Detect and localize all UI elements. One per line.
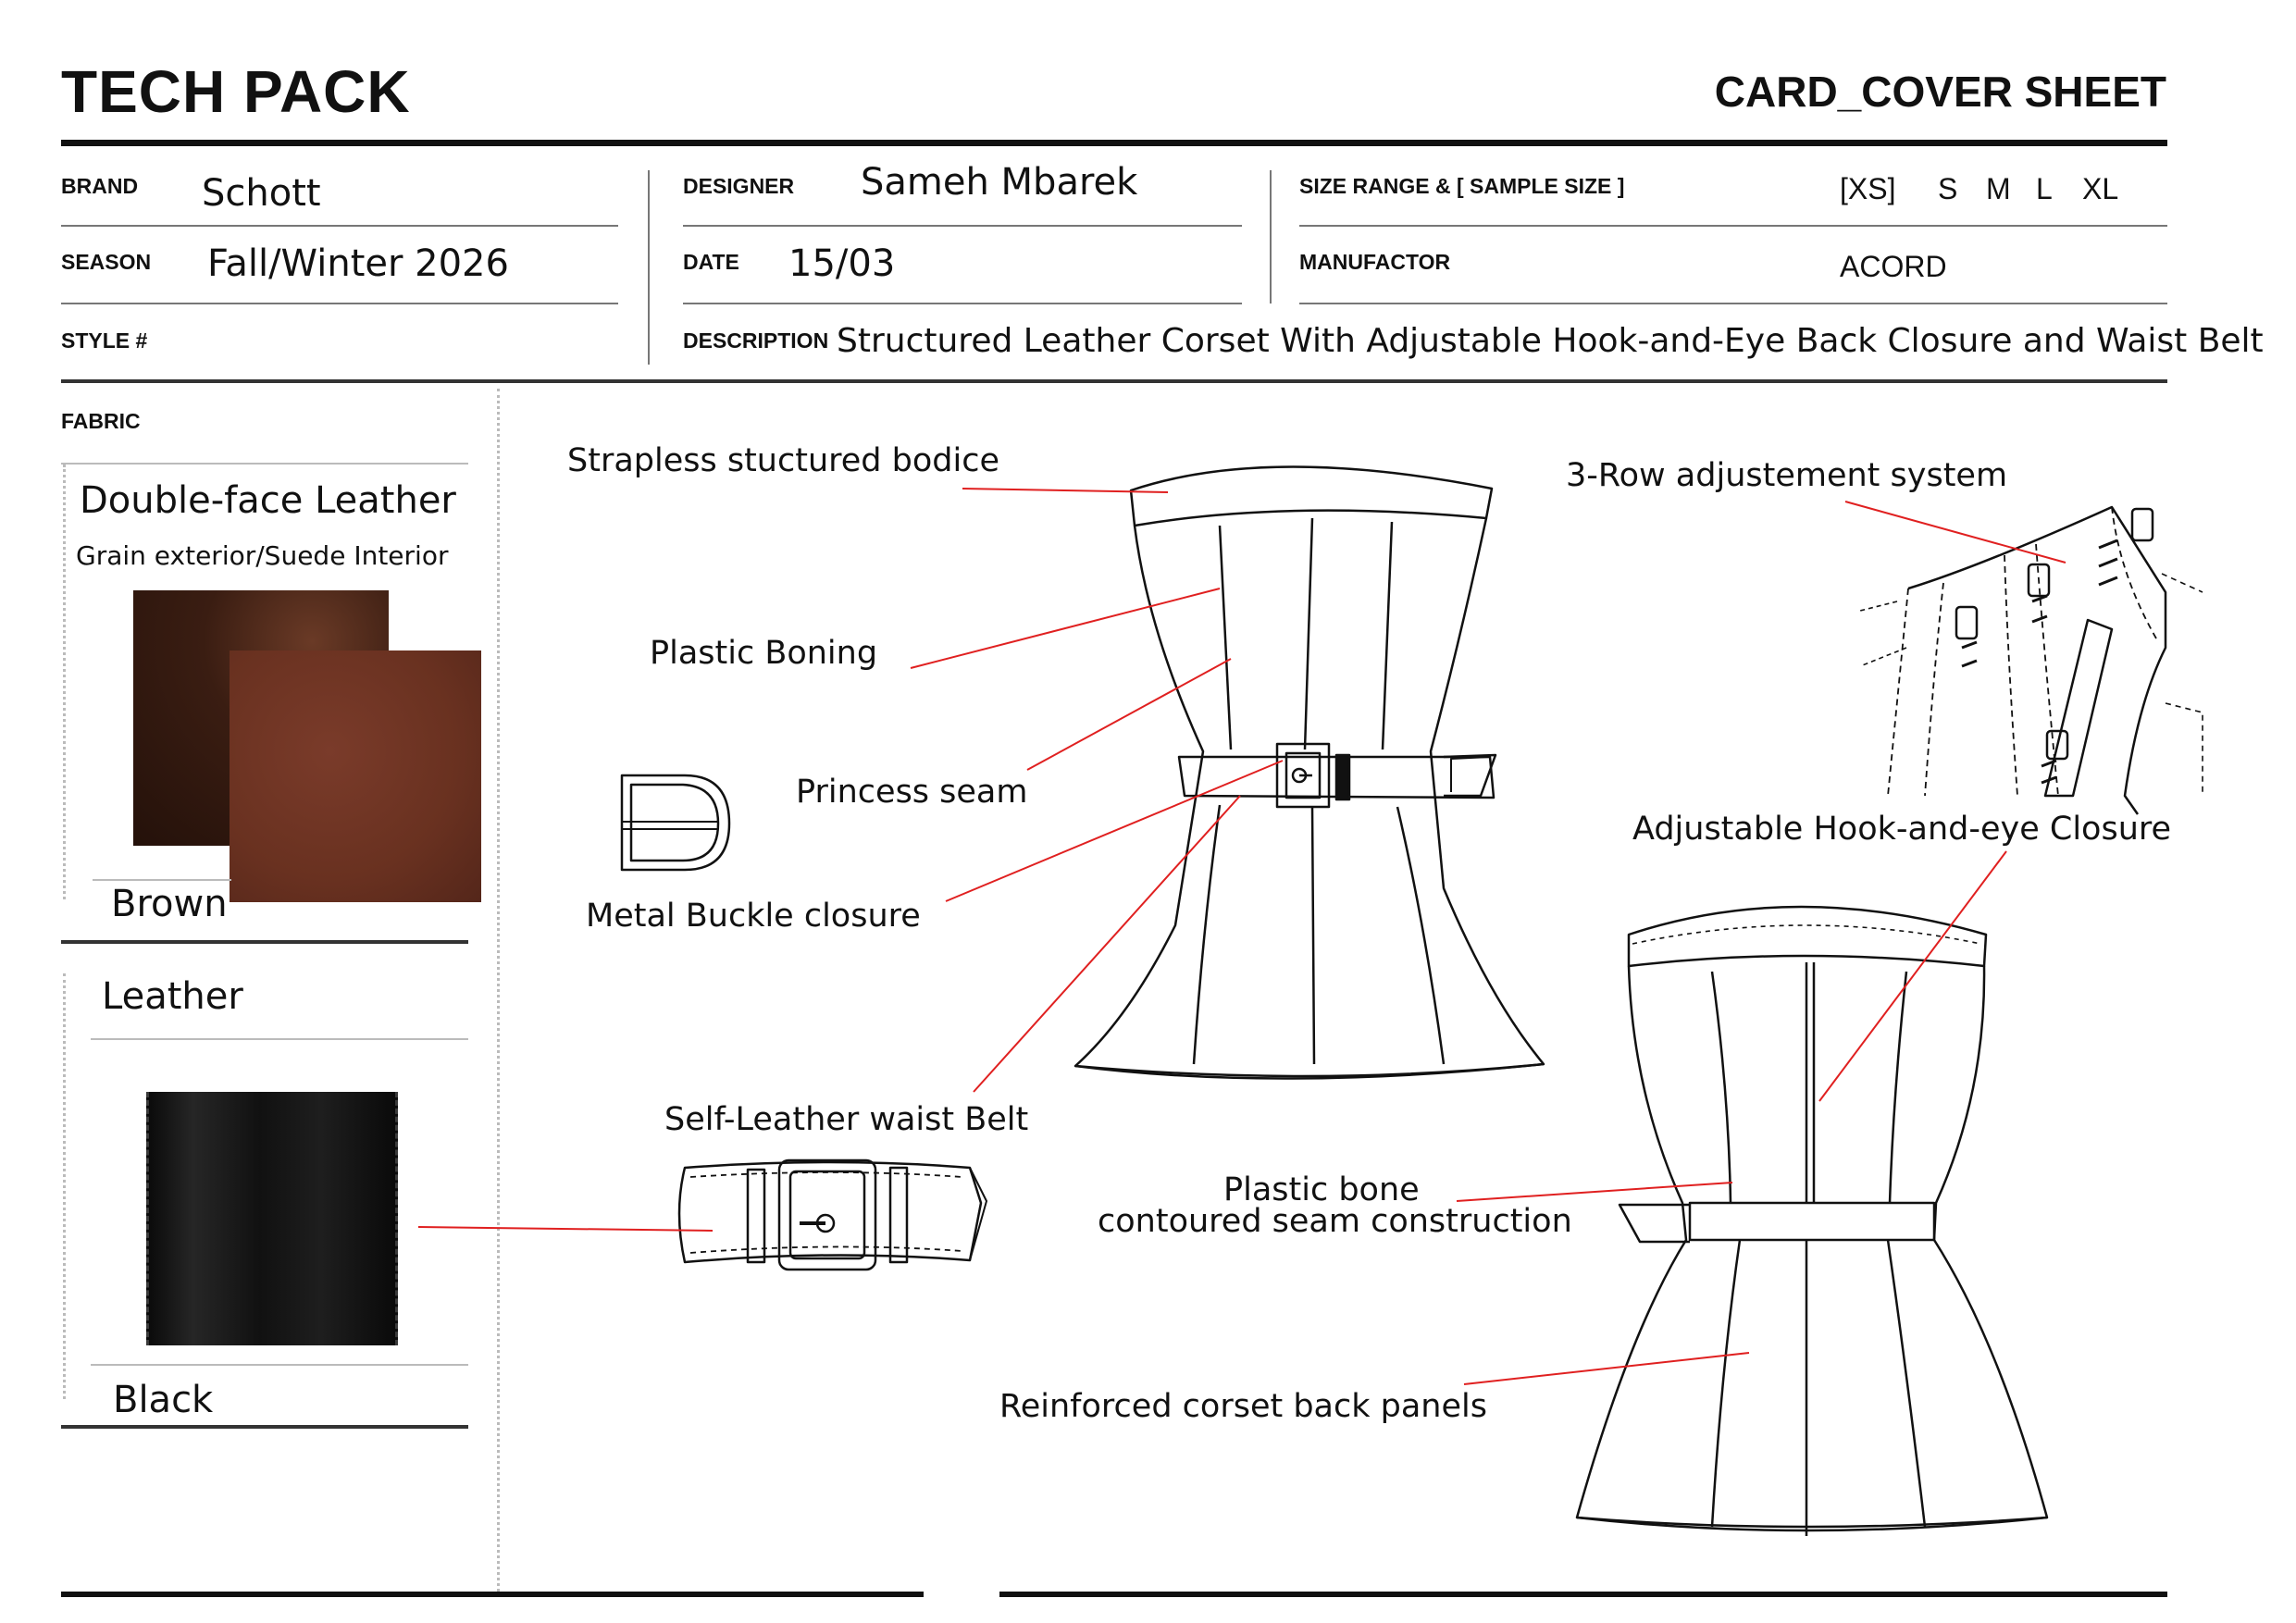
brand-value: Schott <box>202 172 321 215</box>
buckle-icon <box>620 774 731 872</box>
divider <box>61 463 468 465</box>
style-label: STYLE # <box>61 328 148 353</box>
callout-lines <box>417 488 2066 1385</box>
header-rule <box>61 140 2167 146</box>
fabric-1-detail: Grain exterior/Suede Interior <box>76 540 449 571</box>
corset-front-sketch <box>1074 465 1545 1080</box>
brand-label: BRAND <box>61 174 139 198</box>
annotation-plastic-boning: Plastic Boning <box>650 635 878 672</box>
annotation-metal-buckle: Metal Buckle closure <box>586 898 921 935</box>
description-label: DESCRIPTION <box>683 328 829 353</box>
divider <box>648 170 650 365</box>
fabric-label: FABRIC <box>61 409 141 433</box>
annotation-strapless-bodice: Strapless stuctured bodice <box>567 442 999 479</box>
divider <box>1299 225 2167 227</box>
divider <box>61 940 468 944</box>
divider <box>1270 170 1272 304</box>
designer-label: DESIGNER <box>683 174 795 198</box>
season-value: Fall/Winter 2026 <box>207 242 509 285</box>
description-value: Structured Leather Corset With Adjustabl… <box>837 322 2264 360</box>
annotation-hook-eye-closure: Adjustable Hook-and-eye Closure <box>1632 811 2172 848</box>
season-label: SEASON <box>61 250 152 274</box>
annotation-princess-seam: Princess seam <box>796 774 1028 811</box>
divider <box>91 1364 468 1366</box>
divider <box>497 389 500 1592</box>
fabric-1-swatch-suede <box>230 650 481 902</box>
date-value: 15/03 <box>788 242 896 285</box>
designer-value: Sameh Mbarek <box>861 161 1138 204</box>
annotation-contoured-seam: contoured seam construction <box>1098 1203 1572 1240</box>
fabric-2-name: Leather <box>102 975 243 1018</box>
manufacturer-value: ACORD <box>1840 250 1947 283</box>
size-xl: XL <box>2082 172 2119 205</box>
footer-rules <box>61 1592 2167 1597</box>
size-xs: [XS] <box>1840 172 1896 205</box>
divider <box>63 973 66 1399</box>
annotation-plastic-bone: Plastic bone <box>1223 1171 1420 1208</box>
fabric-1-color: Brown <box>111 883 228 925</box>
size-m: M <box>1986 172 2011 205</box>
divider <box>683 303 1242 304</box>
size-range-label: SIZE RANGE & [ SAMPLE SIZE ] <box>1299 174 1625 198</box>
divider <box>93 879 231 881</box>
belt-sketch <box>677 1158 987 1271</box>
annotation-waist-belt: Self-Leather waist Belt <box>664 1101 1029 1138</box>
divider <box>61 225 618 227</box>
manufacturer-label: MANUFACTOR <box>1299 250 1451 274</box>
sheet-title: CARD_COVER SHEET <box>1714 68 2166 116</box>
date-label: DATE <box>683 250 739 274</box>
size-l: L <box>2036 172 2053 205</box>
info-block-rule <box>61 379 2167 383</box>
corset-back-sketch <box>1575 905 2049 1536</box>
fabric-2-color: Black <box>113 1379 214 1421</box>
page-title: TECH PACK <box>61 58 411 125</box>
divider <box>63 465 66 899</box>
hook-eye-detail-sketch <box>1859 505 2203 815</box>
divider <box>683 225 1242 227</box>
divider <box>61 1425 468 1429</box>
annotation-back-panels: Reinforced corset back panels <box>999 1388 1487 1425</box>
divider <box>1299 303 2167 304</box>
annotation-row-adjustment: 3-Row adjustement system <box>1566 457 2008 494</box>
divider <box>61 303 618 304</box>
divider <box>91 1038 468 1040</box>
fabric-2-swatch <box>146 1092 398 1345</box>
size-s: S <box>1938 172 1958 205</box>
fabric-1-name: Double-face Leather <box>80 479 456 522</box>
